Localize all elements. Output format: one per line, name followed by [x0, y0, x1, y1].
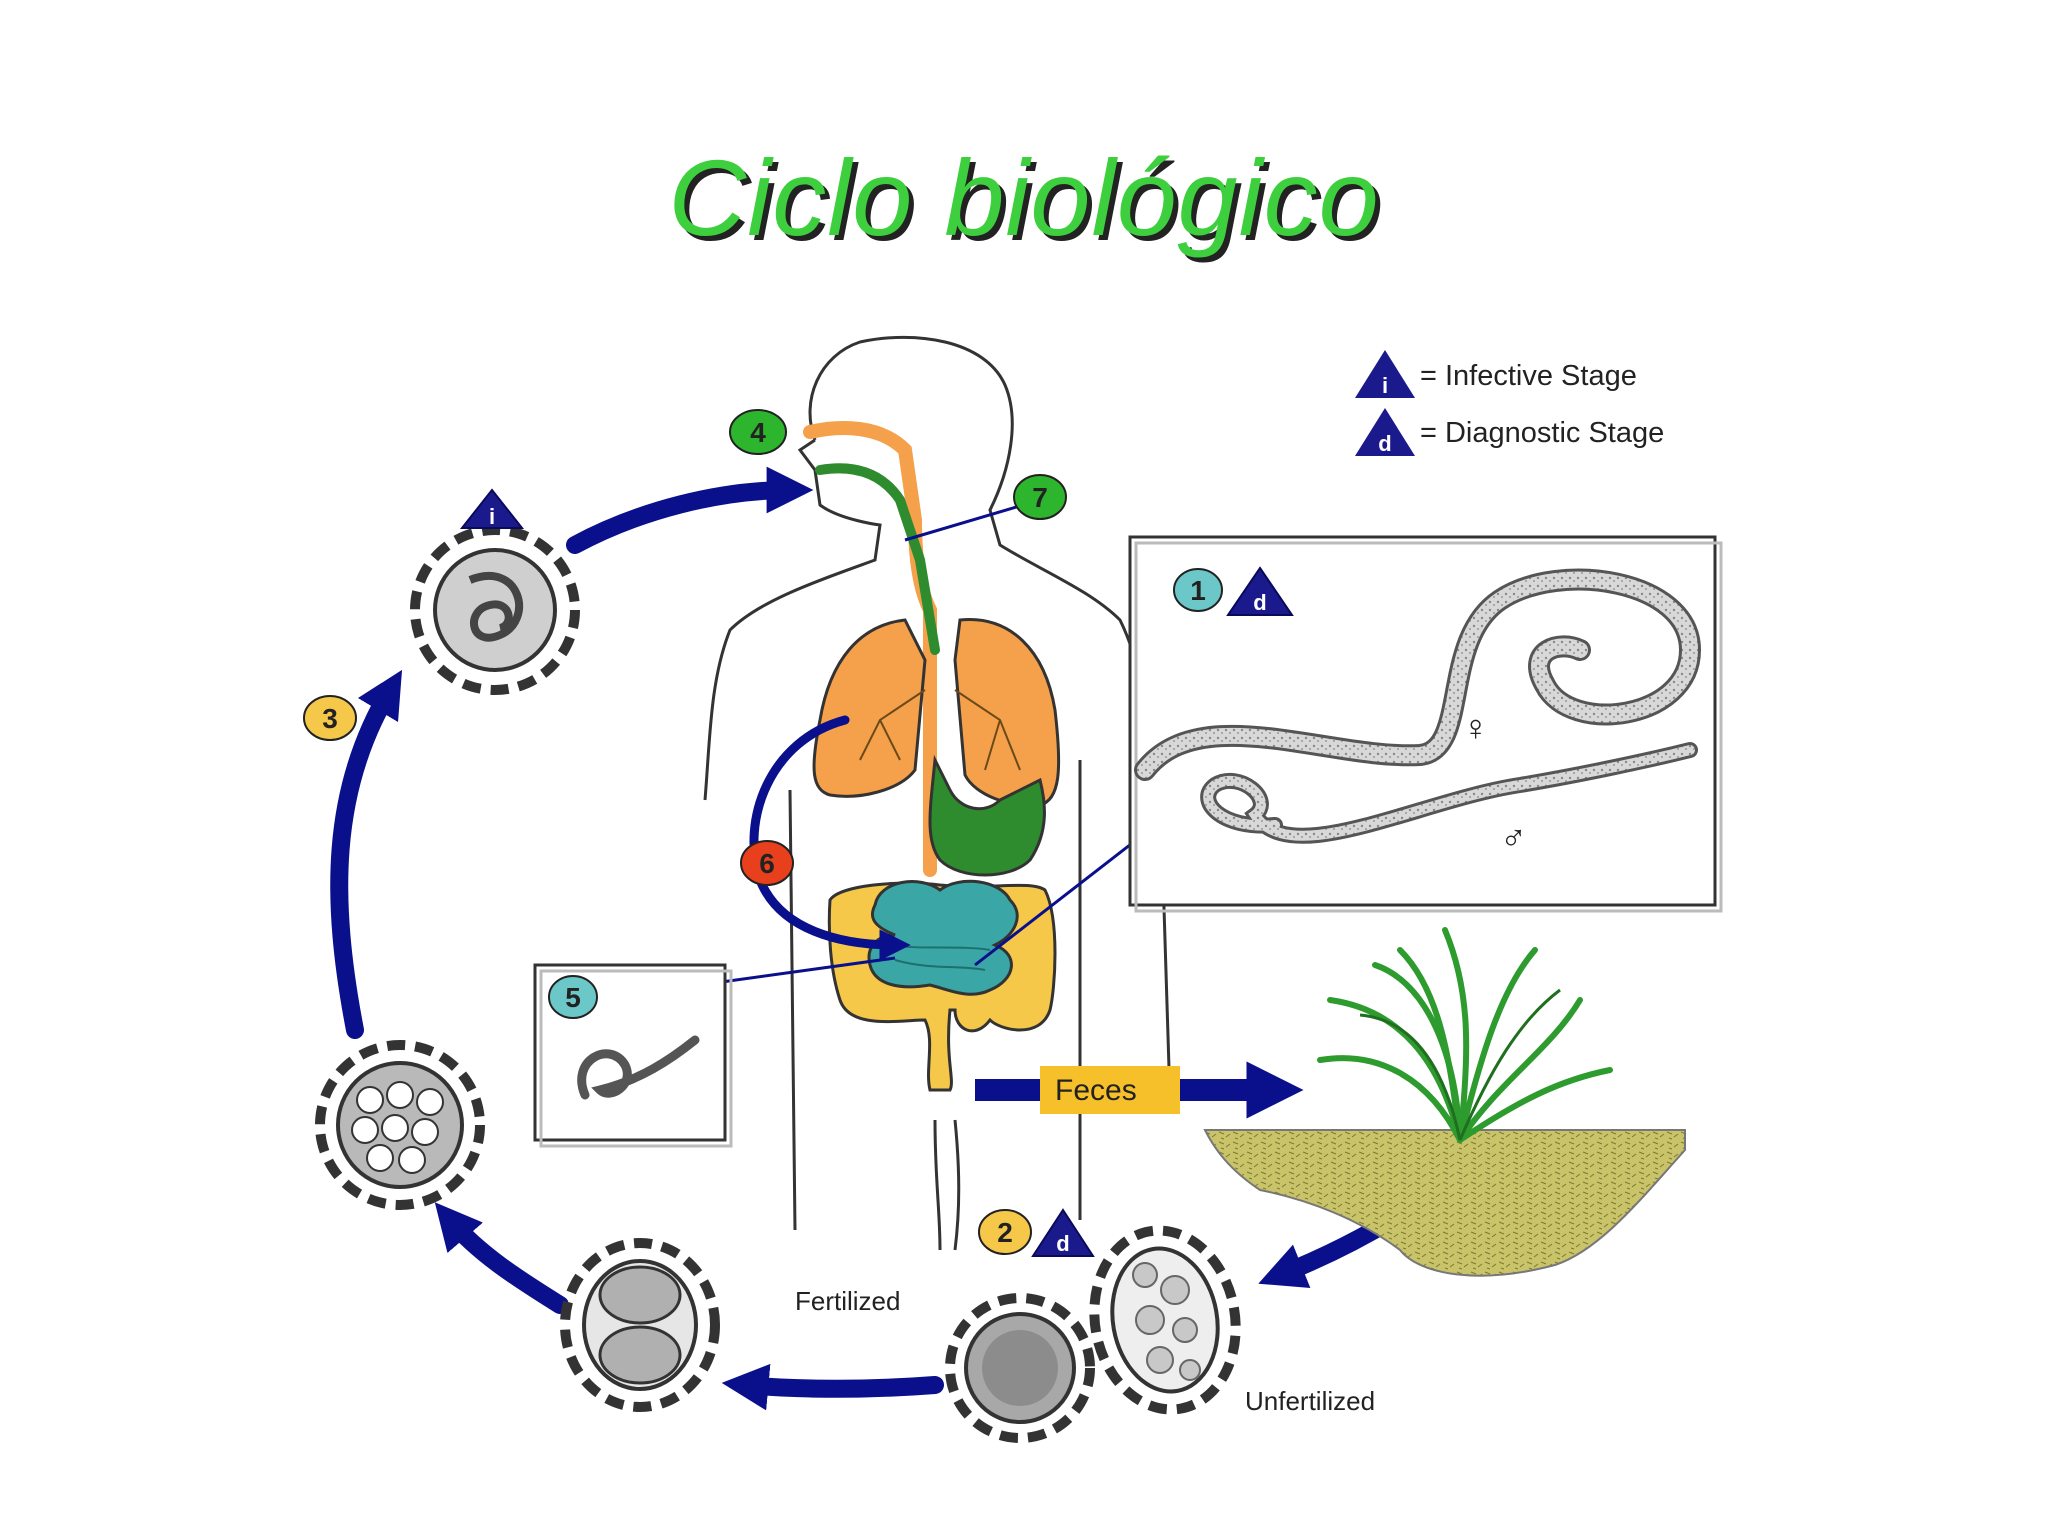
legend: i = Infective Stage d = Diagnostic Stage [1355, 350, 1664, 456]
female-symbol: ♀ [1462, 707, 1489, 748]
feces-arrow: Feces [975, 1061, 1304, 1119]
svg-text:5: 5 [565, 982, 581, 1013]
svg-text:2: 2 [997, 1217, 1013, 1248]
svg-text:d: d [1056, 1231, 1069, 1256]
page-title: Ciclo biológico [668, 137, 1380, 258]
larva-panel [533, 963, 733, 1148]
egg-unfertilized [1089, 1225, 1241, 1415]
svg-text:i: i [1382, 373, 1388, 398]
svg-text:6: 6 [759, 848, 775, 879]
egg-infective [410, 525, 580, 695]
lungs [812, 618, 1061, 807]
infective-stage-marker: i [459, 488, 525, 529]
legend-diagnostic-label: = Diagnostic Stage [1420, 417, 1664, 449]
esophagus [803, 421, 940, 877]
feces-label-box [1040, 1066, 1180, 1114]
step-marker-3: 3 [303, 695, 357, 741]
svg-text:1: 1 [1190, 575, 1206, 606]
diagnostic-stage-marker-1: d [1226, 566, 1294, 616]
legend-diagnostic-icon: d [1355, 408, 1415, 456]
svg-text:3: 3 [322, 703, 338, 734]
svg-text:4: 4 [750, 417, 766, 448]
svg-text:7: 7 [1032, 482, 1048, 513]
unfertilized-label: Unfertilized [1245, 1386, 1375, 1416]
arrow-fertilized-to-embryo [721, 1363, 944, 1411]
stomach [928, 754, 1046, 877]
small-intestine [867, 879, 1019, 996]
legend-infective-icon: i [1355, 350, 1415, 398]
adult-worms-panel: ♀ ♂ [1128, 535, 1723, 913]
feces-label: Feces [1055, 1074, 1137, 1107]
step-marker-6: 6 [740, 840, 794, 886]
diagnostic-stage-marker-2: d [1031, 1208, 1095, 1257]
step-marker-4: 4 [729, 409, 787, 455]
male-symbol: ♂ [1500, 817, 1527, 858]
arrow-i-to-4 [566, 466, 814, 554]
arrow-3-to-i [330, 669, 403, 1039]
arrow-embryo-to-larva [434, 1202, 569, 1314]
cycle-arrows [330, 466, 1439, 1411]
svg-text:i: i [489, 504, 495, 529]
soil-grass [1203, 927, 1686, 1277]
egg-multicell [315, 1040, 485, 1210]
step-marker-5: 5 [548, 975, 598, 1019]
svg-text:d: d [1378, 431, 1391, 456]
fertilized-label: Fertilized [795, 1286, 900, 1316]
egg-two-cell [560, 1238, 720, 1412]
larva-icon [577, 1035, 700, 1100]
step-marker-7: 7 [1013, 474, 1067, 520]
step-marker-2: 2 [978, 1209, 1032, 1255]
legend-infective-label: = Infective Stage [1420, 360, 1637, 392]
svg-text:d: d [1253, 590, 1266, 615]
step-marker-1: 1 [1173, 568, 1223, 612]
egg-fertilized [945, 1293, 1095, 1443]
